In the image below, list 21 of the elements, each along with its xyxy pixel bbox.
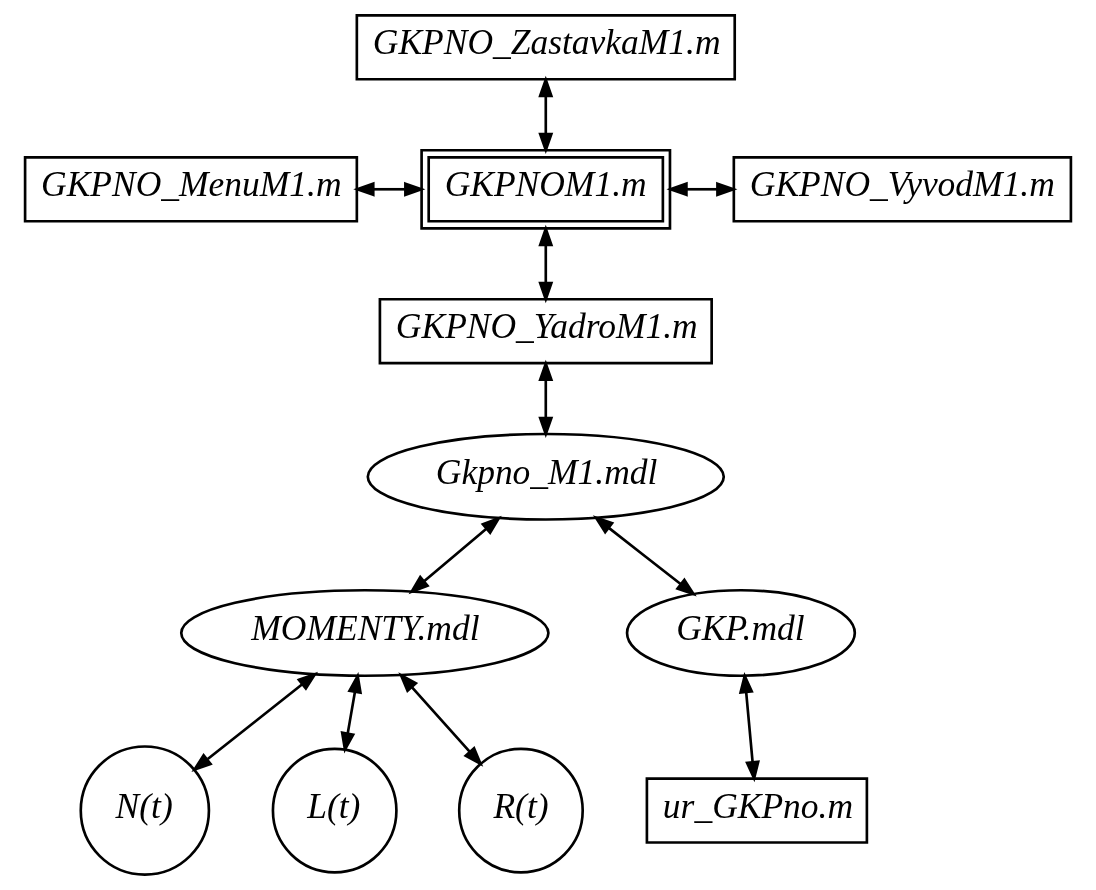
node-ellipse: Gkpno_M1.mdl xyxy=(366,432,726,521)
node-box: GKPNOM1.m xyxy=(420,148,672,230)
node-ellipse: GKP.mdl xyxy=(625,588,857,678)
node-box: GKPNO_YadroM1.m xyxy=(378,297,713,365)
node-box: GKPNO_MenuM1.m xyxy=(23,156,359,223)
arrow xyxy=(738,672,760,783)
arrow xyxy=(538,75,554,154)
arrow xyxy=(666,181,738,197)
arrow xyxy=(398,672,484,767)
arrow xyxy=(408,515,502,595)
arrow xyxy=(538,224,554,304)
arrow xyxy=(191,671,319,772)
node-box: GKPNO_VyvodM1.m xyxy=(732,156,1073,223)
arrow xyxy=(353,181,426,197)
node-box: GKPNO_ZastavkaM1.m xyxy=(355,14,737,81)
node-circle: L(t) xyxy=(271,747,398,874)
node-ellipse: MOMENTY.mdl xyxy=(179,588,550,678)
arrow xyxy=(538,359,554,438)
arrow xyxy=(340,672,363,754)
arrow xyxy=(592,515,697,597)
node-box: ur_GKPno.m xyxy=(645,777,869,844)
